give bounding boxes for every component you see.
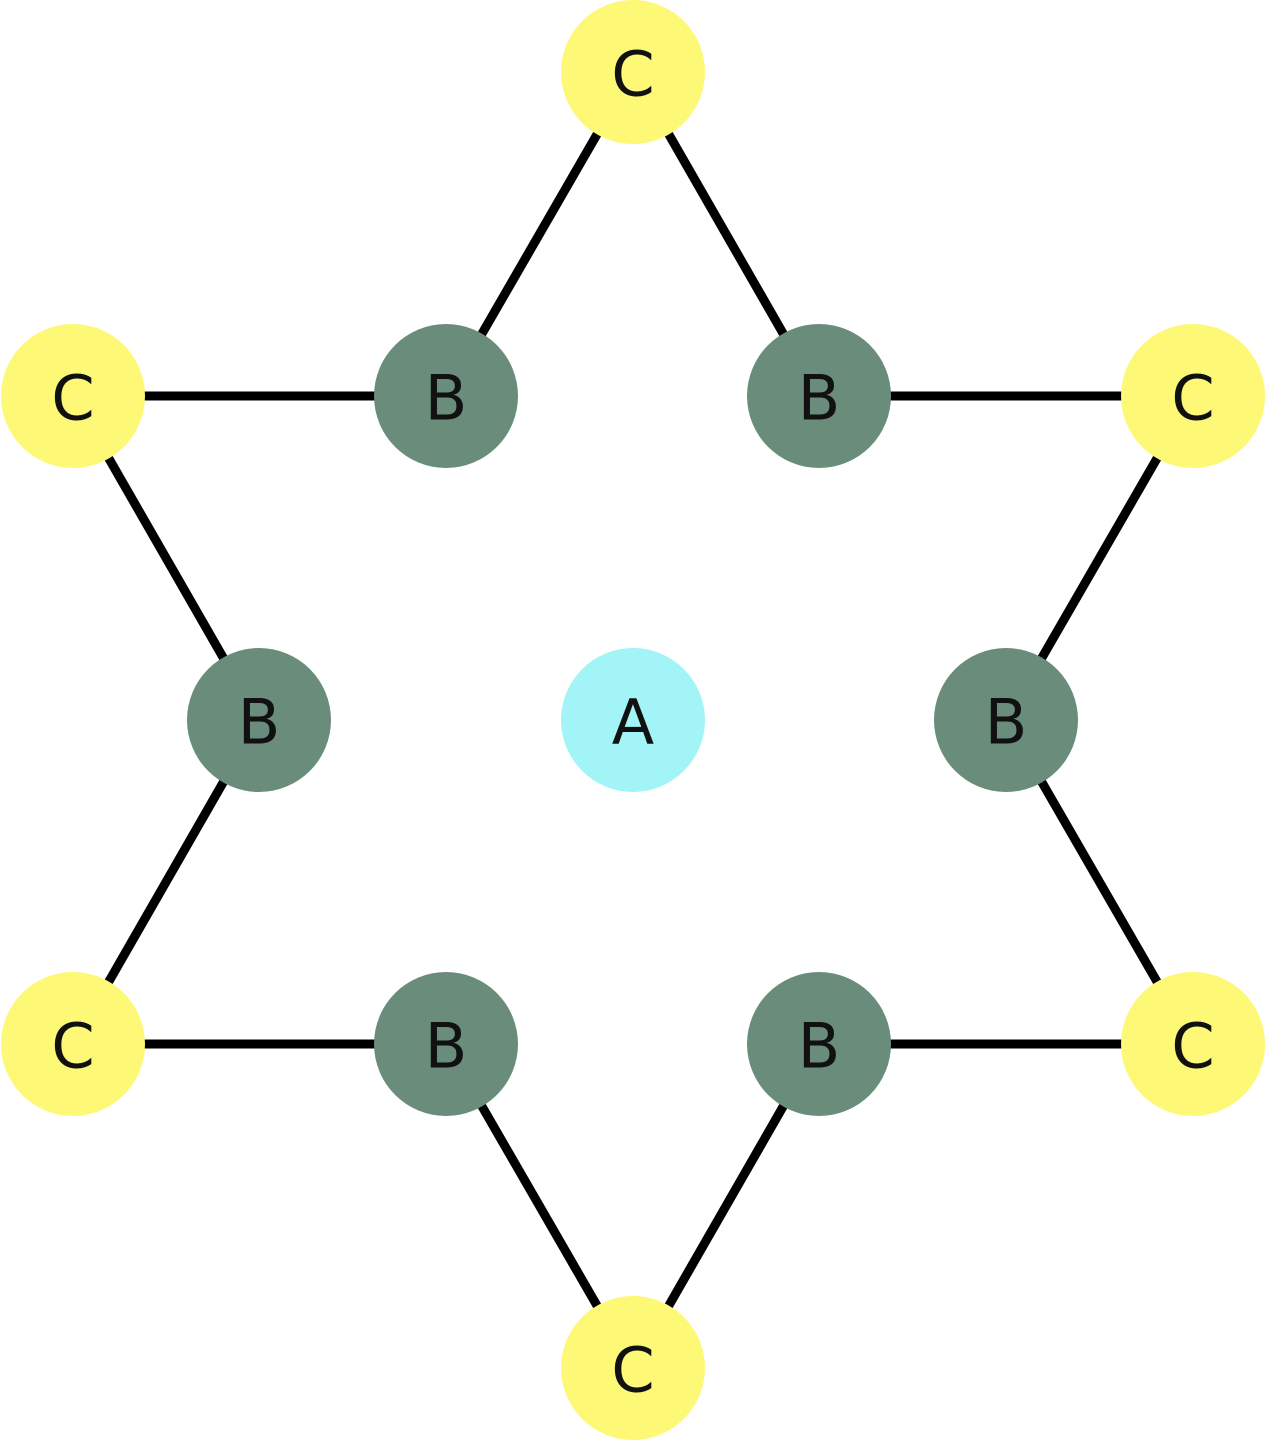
node-label-b1: B [425,362,468,435]
node-c2: C [1121,324,1265,468]
node-c3: C [1121,972,1265,1116]
node-label-b5: B [425,1010,468,1083]
node-label-b6: B [238,686,281,759]
node-c5: C [1,972,145,1116]
node-circle-center [561,648,705,792]
node-b1: B [374,324,518,468]
node-label-c5: C [51,1010,94,1083]
node-label-b3: B [985,686,1028,759]
node-b5: B [374,972,518,1116]
node-label-c1: C [611,38,654,111]
node-circle-inner [747,972,891,1116]
node-a: A [561,648,705,792]
node-circle-outer [1,324,145,468]
node-circle-inner [187,648,331,792]
node-label-c6: C [51,362,94,435]
node-b3: B [934,648,1078,792]
node-circle-inner [747,324,891,468]
node-circle-inner [374,324,518,468]
node-circle-outer [1,972,145,1116]
node-label-a: A [612,686,654,759]
node-label-c3: C [1171,1010,1214,1083]
node-b6: B [187,648,331,792]
node-c6: C [1,324,145,468]
node-circle-inner [374,972,518,1116]
node-circle-outer [1121,972,1265,1116]
node-c4: C [561,1296,705,1440]
node-label-c4: C [611,1334,654,1407]
node-b4: B [747,972,891,1116]
node-label-c2: C [1171,362,1214,435]
node-circle-inner [934,648,1078,792]
node-circle-outer [561,1296,705,1440]
node-circle-outer [561,0,705,144]
node-circle-outer [1121,324,1265,468]
node-c1: C [561,0,705,144]
node-b2: B [747,324,891,468]
node-label-b4: B [798,1010,841,1083]
node-label-b2: B [798,362,841,435]
